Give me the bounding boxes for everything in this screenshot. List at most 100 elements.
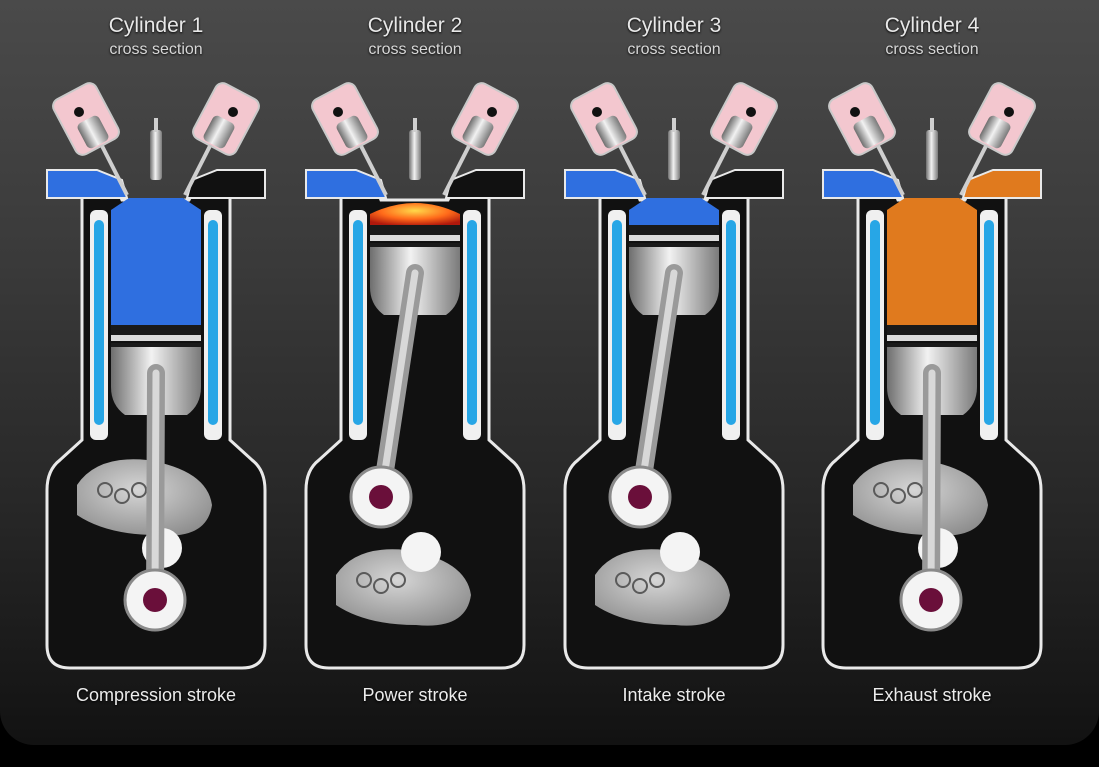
spark-plug-terminal <box>672 118 676 132</box>
exhaust-cam-dot <box>228 107 238 117</box>
cylinder-4-cross-section-drawing <box>821 82 1043 670</box>
cylinder-4-subtitle: cross section <box>885 41 979 58</box>
counterweight-hole <box>632 578 648 594</box>
intake-cam-dot <box>333 107 343 117</box>
intake-cam-dot <box>850 107 860 117</box>
crankshaft-counterweight <box>77 459 212 536</box>
spark-plug <box>668 130 680 180</box>
exhaust-cam-dot <box>746 107 756 117</box>
intake-cam-dot <box>592 107 602 117</box>
cylinder-4: Cylinder 4 cross section Exhaust stroke <box>803 0 1061 745</box>
exhaust-valve-spring <box>462 115 494 149</box>
exhaust-port <box>185 169 266 199</box>
cylinder-4-title: Cylinder 4 <box>884 14 980 37</box>
exhaust-valve-stem <box>442 139 474 196</box>
connecting-rod-highlight <box>636 269 678 501</box>
cylinder-1-stroke-label: Compression stroke <box>75 685 237 705</box>
main-journal <box>660 532 700 572</box>
exhaust-cam-follower <box>451 82 519 156</box>
exhaust-cam-follower <box>710 82 778 156</box>
exhaust-port <box>444 169 525 199</box>
spark-plug <box>409 130 421 180</box>
exhaust-port <box>703 169 784 199</box>
combustion-flame <box>370 203 460 225</box>
cylinder-gas-charge <box>887 198 977 325</box>
exhaust-cam-follower <box>968 82 1036 156</box>
intake-valve-spring <box>853 115 885 149</box>
cylinder-3-cross-section-drawing <box>563 82 785 670</box>
exhaust-cam-dot <box>1004 107 1014 117</box>
cylinder-3-title: Cylinder 3 <box>626 14 722 37</box>
cylinder-gas-charge <box>111 198 201 325</box>
crankshaft-counterweight <box>853 459 988 536</box>
counterweight-hole <box>649 572 665 588</box>
exhaust-cam-follower <box>192 82 260 156</box>
intake-valve-spring <box>77 115 109 149</box>
piston-ring-2 <box>370 243 460 247</box>
connecting-rod-highlight <box>151 369 160 604</box>
intake-valve-stem <box>873 139 905 196</box>
piston-ring-1 <box>887 335 977 341</box>
cylinder-2-subtitle: cross section <box>368 41 462 58</box>
intake-valve-stem <box>356 139 388 196</box>
intake-port <box>305 169 388 199</box>
cylinder-gas-charge <box>629 198 719 225</box>
cylinder-1: Cylinder 1 cross section Compression str… <box>27 0 285 745</box>
cylinder-4-stroke-label: Exhaust stroke <box>872 685 992 705</box>
counterweight-hole <box>890 488 906 504</box>
piston-ring-1 <box>629 235 719 241</box>
intake-valve-stem <box>97 139 129 196</box>
right-coolant-jacket <box>726 220 736 425</box>
counterweight-hole <box>390 572 406 588</box>
counterweight-hole <box>373 578 389 594</box>
intake-cam-follower <box>311 82 379 156</box>
crankpin <box>628 485 652 509</box>
cylinder-2-cross-section-drawing <box>304 82 526 670</box>
engine-diagram-panel: Cylinder 1 cross section Compression str… <box>0 0 1099 745</box>
spark-plug <box>150 130 162 180</box>
spark-plug-terminal <box>154 118 158 132</box>
piston-crown <box>111 325 201 335</box>
exhaust-valve-stem <box>183 139 215 196</box>
exhaust-cam-dot <box>487 107 497 117</box>
right-coolant-jacket <box>467 220 477 425</box>
crankpin <box>143 588 167 612</box>
piston-crown <box>629 225 719 235</box>
counterweight-hole <box>114 488 130 504</box>
left-coolant-jacket <box>870 220 880 425</box>
crankshaft-counterweight <box>595 549 730 626</box>
cylinder-1-cross-section-drawing <box>45 82 267 670</box>
intake-port <box>822 169 905 199</box>
exhaust-valve-spring <box>721 115 753 149</box>
cylinder-3: Cylinder 3 cross section Intake stroke <box>545 0 803 745</box>
exhaust-valve-stem <box>959 139 991 196</box>
intake-port <box>46 169 129 199</box>
intake-valve-spring <box>336 115 368 149</box>
counterweight-hole <box>873 482 889 498</box>
exhaust-valve-stem <box>701 139 733 196</box>
cylinder-2-title: Cylinder 2 <box>367 14 463 37</box>
spark-plug-terminal <box>930 118 934 132</box>
crankpin <box>919 588 943 612</box>
crankshaft-counterweight <box>336 549 471 626</box>
intake-valve-stem <box>615 139 647 196</box>
counterweight-hole <box>615 572 631 588</box>
intake-cam-dot <box>74 107 84 117</box>
cylinder-2: Cylinder 2 cross section Power stroke <box>286 0 544 745</box>
intake-port <box>564 169 647 199</box>
piston-ring-1 <box>370 235 460 241</box>
cylinder-1-title: Cylinder 1 <box>108 14 204 37</box>
counterweight-hole <box>356 572 372 588</box>
piston-ring-2 <box>629 243 719 247</box>
crankpin <box>369 485 393 509</box>
exhaust-valve-spring <box>979 115 1011 149</box>
cylinder-1-subtitle: cross section <box>109 41 203 58</box>
counterweight-hole <box>97 482 113 498</box>
right-coolant-jacket <box>984 220 994 425</box>
counterweight-hole <box>131 482 147 498</box>
connecting-rod-highlight <box>927 369 936 604</box>
left-coolant-jacket <box>612 220 622 425</box>
spark-plug <box>926 130 938 180</box>
counterweight-hole <box>907 482 923 498</box>
cylinder-3-stroke-label: Intake stroke <box>622 685 726 705</box>
